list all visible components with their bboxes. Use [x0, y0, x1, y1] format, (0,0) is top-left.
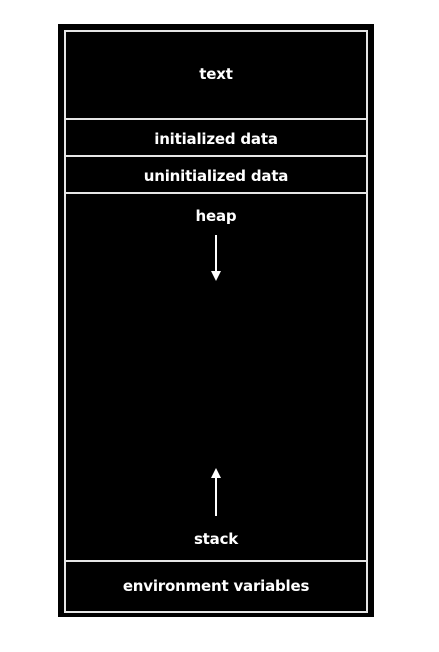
- divider-text-initialized: [66, 118, 366, 120]
- divider-initialized-uninitialized: [66, 155, 366, 157]
- divider-stack-environment: [66, 560, 366, 562]
- segment-stack-label: stack: [193, 530, 239, 548]
- memory-layout-diagram: text initialized data uninitialized data…: [58, 24, 374, 617]
- segment-environment-variables-label: environment variables: [122, 577, 310, 595]
- segment-uninitialized-data-label: uninitialized data: [143, 167, 289, 185]
- segment-initialized-data-label: initialized data: [154, 130, 278, 148]
- segment-heap-label: heap: [195, 207, 237, 225]
- memory-frame: text initialized data uninitialized data…: [64, 30, 368, 613]
- stack-growth-arrow-up-icon: [211, 468, 221, 516]
- divider-uninitialized-heap: [66, 192, 366, 194]
- segment-text-label: text: [199, 65, 233, 83]
- heap-growth-arrow-down-icon: [211, 235, 221, 281]
